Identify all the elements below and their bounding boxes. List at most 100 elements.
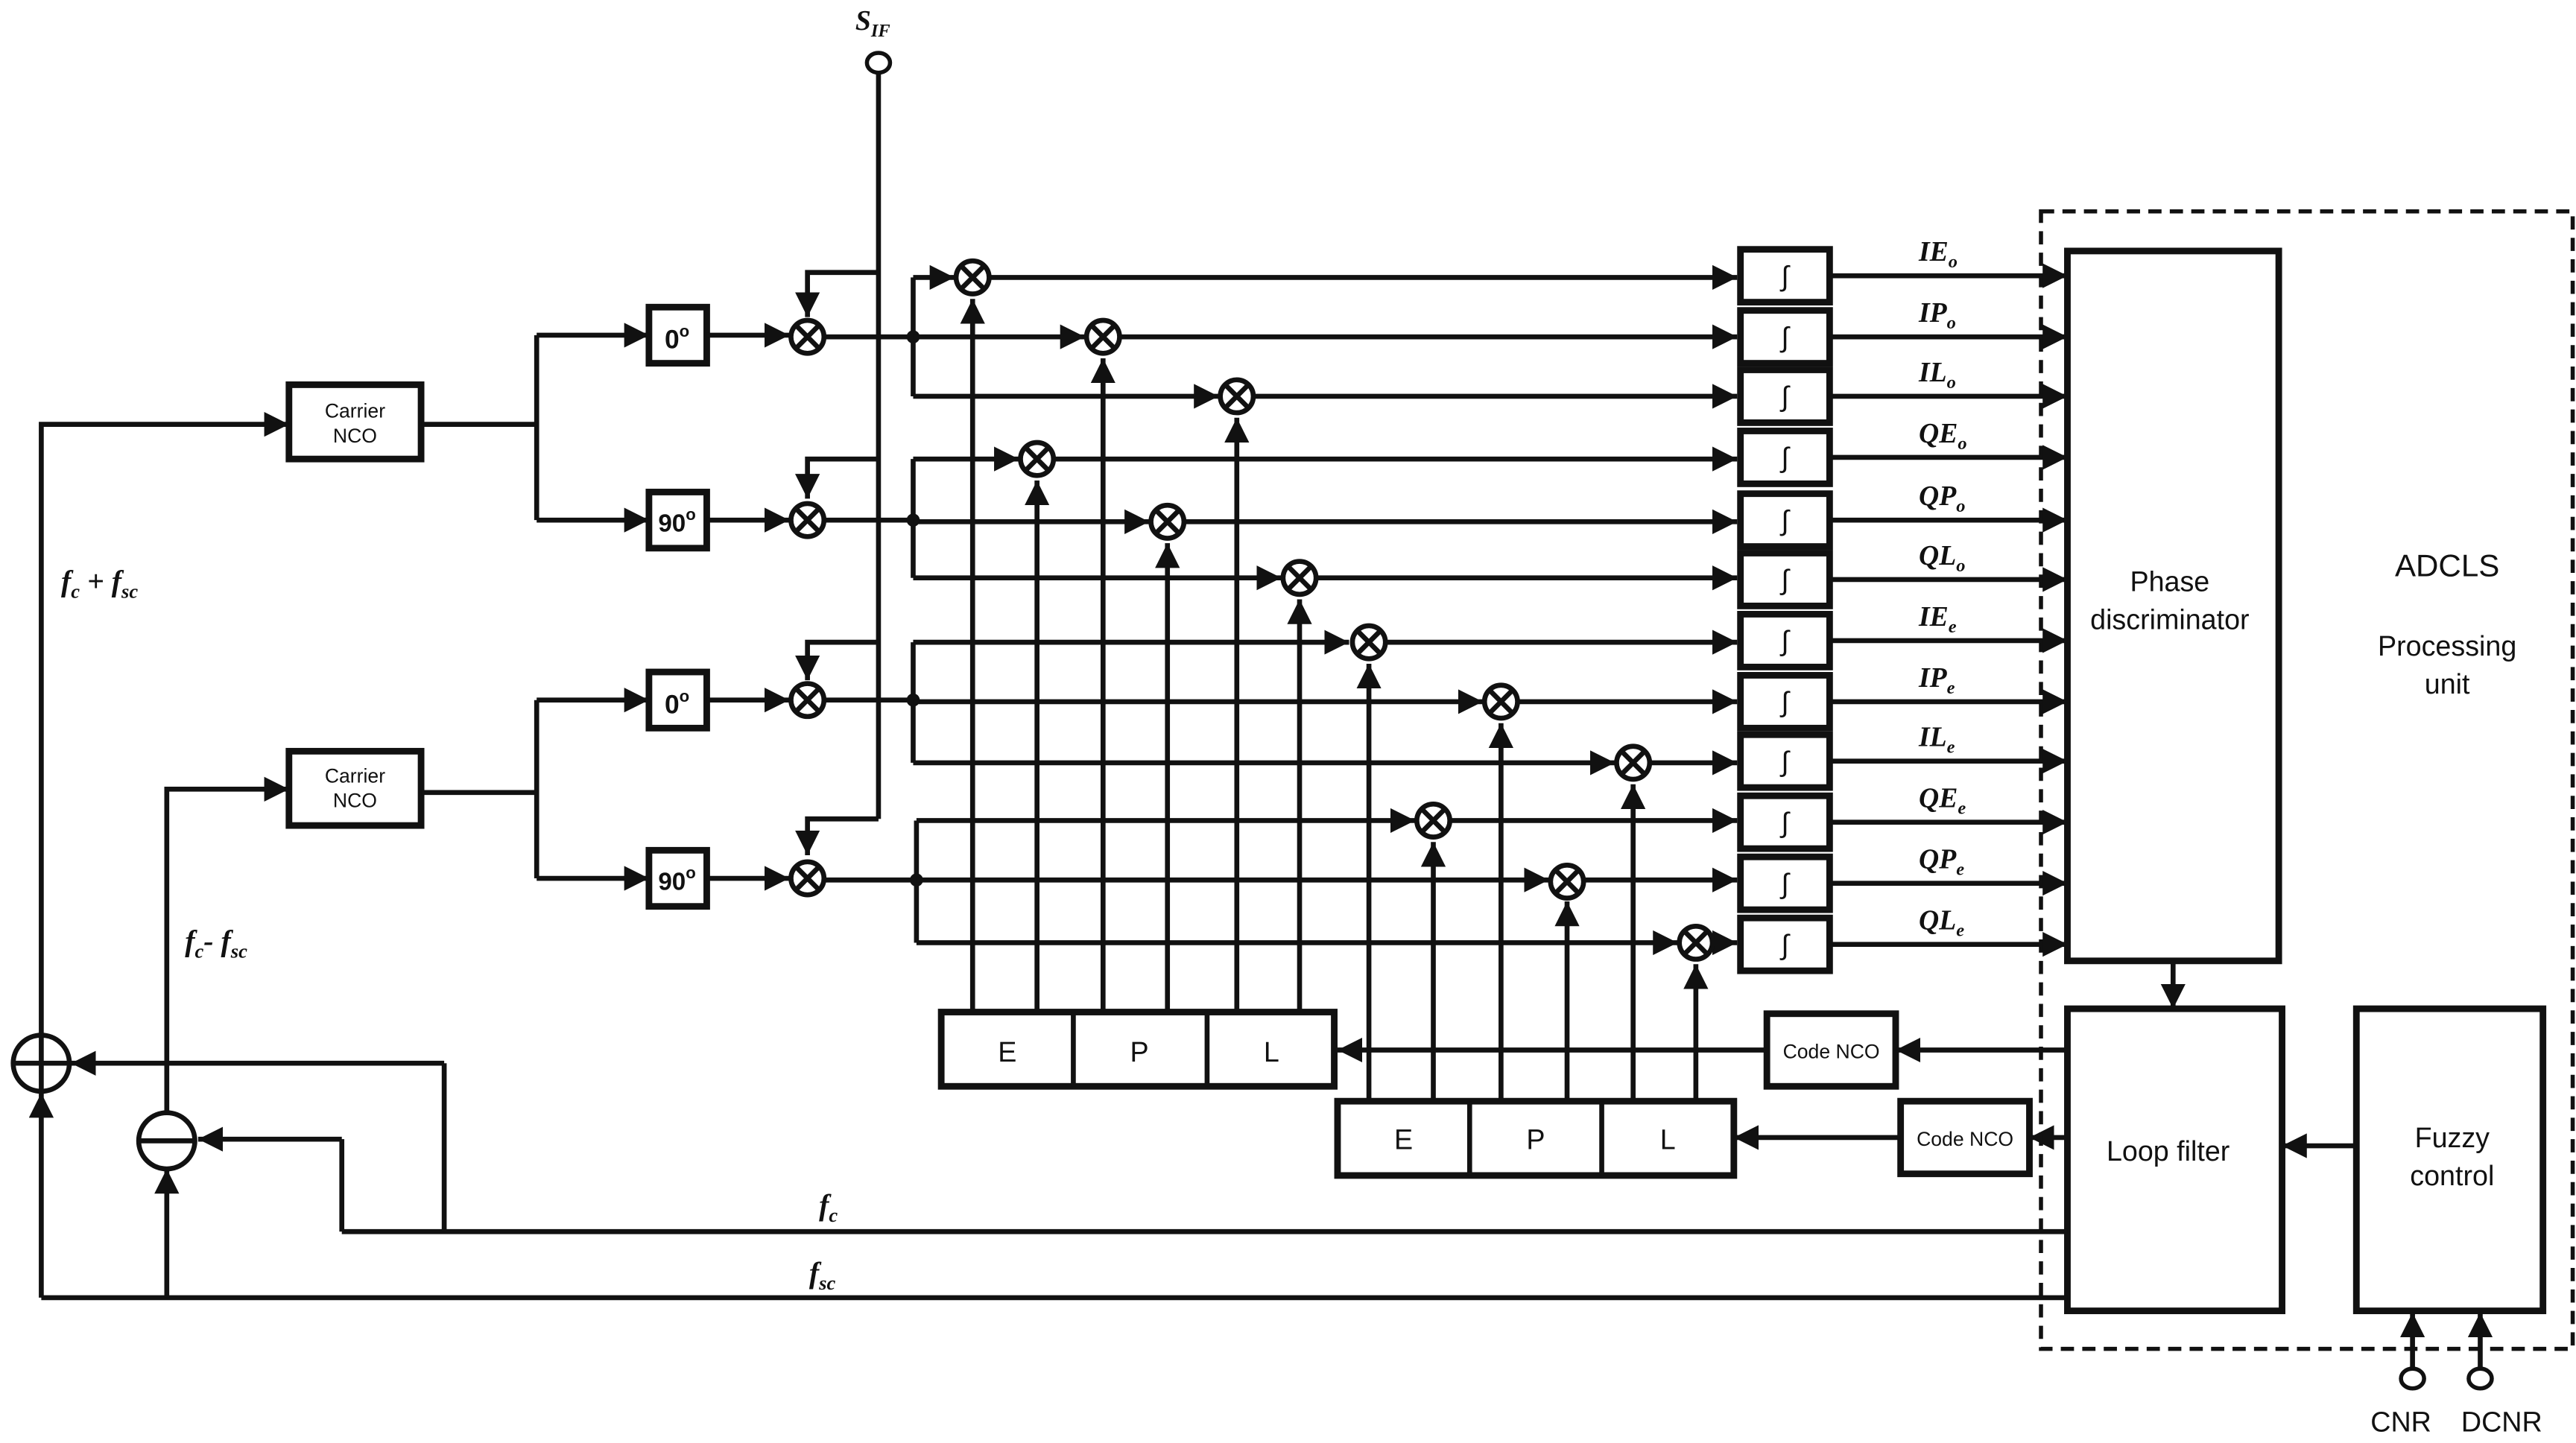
code-nco-1: Code NCO — [1763, 1010, 1899, 1090]
svg-text:0o: 0o — [665, 322, 689, 355]
output-label: QPo — [1919, 481, 1965, 516]
mixer-carrier-1 — [788, 317, 827, 356]
integrators: ∫∫∫∫∫∫∫∫∫∫∫∫ — [1737, 246, 1833, 974]
integral-symbol: ∫ — [1779, 442, 1791, 473]
mixer-code — [1614, 743, 1653, 782]
phase-90-b: 90o — [645, 846, 710, 910]
code-nco-2: Code NCO — [1897, 1097, 2033, 1178]
mixer-code — [1148, 502, 1187, 541]
integral-symbol: ∫ — [1779, 868, 1791, 899]
diff-to-nco-2 — [164, 776, 289, 1113]
dcnr-input: DCNR — [2461, 1312, 2542, 1437]
code-generator-2: E P L — [1334, 1097, 1738, 1179]
fuzzy-control: Fuzzy control — [2352, 1005, 2547, 1315]
fsc-feedback — [28, 1093, 2068, 1301]
output-label: QEe — [1919, 783, 1966, 819]
svg-text:E: E — [1394, 1123, 1413, 1155]
integral-symbol: ∫ — [1779, 504, 1791, 536]
integral-symbol: ∫ — [1779, 564, 1791, 595]
output-label: ILo — [1918, 357, 1956, 393]
fc-feedback — [71, 1050, 2068, 1234]
integrator: ∫ — [1737, 914, 1833, 974]
integral-symbol: ∫ — [1779, 625, 1791, 656]
subtractor — [136, 1110, 197, 1172]
integrator: ∫ — [1737, 853, 1833, 913]
sif-label: SIF — [855, 5, 890, 41]
svg-text:Phase: Phase — [2130, 565, 2209, 597]
output-label: IEe — [1918, 601, 1957, 637]
svg-text:DCNR: DCNR — [2461, 1406, 2542, 1437]
svg-text:Fuzzy: Fuzzy — [2415, 1122, 2490, 1153]
svg-text:P: P — [1130, 1036, 1148, 1068]
code-nco-links — [1337, 1037, 2068, 1150]
mixer-code — [1218, 377, 1256, 416]
mixer-code — [1018, 440, 1057, 478]
svg-text:Carrier: Carrier — [325, 400, 385, 422]
output-label: IPo — [1918, 297, 1956, 333]
mixer-carrier-4 — [788, 859, 827, 898]
svg-text:90o: 90o — [658, 863, 696, 896]
loop-filter: Loop filter — [2064, 1005, 2285, 1315]
mixer-code — [953, 258, 992, 296]
mixers — [788, 258, 1715, 962]
phase-discriminator: Phase discriminator — [2064, 247, 2282, 965]
code-generator-1: E P L — [937, 1009, 1338, 1090]
integral-symbol: ∫ — [1779, 321, 1791, 352]
mixer-code — [1349, 623, 1388, 662]
cnr-input: CNR — [2370, 1312, 2431, 1437]
fc-label: fc — [819, 1188, 838, 1226]
svg-text:E: E — [998, 1036, 1016, 1068]
mixer-code — [1677, 923, 1715, 962]
integrator: ∫ — [1737, 307, 1833, 367]
mixer-code — [1280, 559, 1319, 597]
integral-symbol: ∫ — [1779, 260, 1791, 291]
svg-text:CNR: CNR — [2370, 1406, 2431, 1437]
fsc-label: fsc — [809, 1256, 836, 1294]
mixer-carrier-2 — [788, 501, 827, 539]
output-label: IPe — [1918, 662, 1955, 698]
svg-text:L: L — [1660, 1123, 1676, 1155]
sif-distribution — [795, 72, 882, 855]
integral-symbol: ∫ — [1779, 381, 1791, 412]
output-label: QLe — [1919, 905, 1964, 941]
phase-0-a: 0o — [645, 303, 710, 367]
svg-text:discriminator: discriminator — [2090, 603, 2249, 635]
sif-input-terminal — [864, 51, 893, 75]
svg-text:Code NCO: Code NCO — [1783, 1041, 1880, 1063]
svg-text:control: control — [2410, 1160, 2494, 1191]
svg-text:L: L — [1264, 1036, 1279, 1068]
svg-text:0o: 0o — [665, 687, 689, 720]
svg-text:90o: 90o — [658, 505, 696, 538]
svg-text:NCO: NCO — [333, 790, 377, 812]
integrator: ∫ — [1737, 490, 1833, 551]
processing-unit-label: Processing — [2378, 630, 2516, 662]
svg-text:NCO: NCO — [333, 425, 377, 447]
phase-90-a: 90o — [645, 489, 710, 552]
adcls-label: ADCLS — [2395, 548, 2499, 583]
integrator: ∫ — [1737, 550, 1833, 609]
integral-symbol: ∫ — [1779, 929, 1791, 960]
integral-symbol: ∫ — [1779, 807, 1791, 838]
integrator: ∫ — [1737, 792, 1833, 852]
processing-unit-label: unit — [2425, 668, 2470, 700]
diff-freq-label: fc- fsc — [185, 925, 247, 962]
code-feed-lines — [960, 299, 1709, 1102]
mixer-carrier-3 — [788, 681, 827, 720]
integrator: ∫ — [1737, 731, 1833, 791]
output-label: QPe — [1919, 844, 1964, 880]
integrator: ∫ — [1737, 428, 1833, 487]
carrier-nco-1: Carrier NCO — [285, 381, 425, 463]
carrier-nco-2: Carrier NCO — [285, 747, 425, 829]
mixer-code — [1548, 862, 1586, 901]
output-label: QLo — [1919, 540, 1965, 576]
integrator: ∫ — [1737, 367, 1833, 426]
output-label: QEo — [1919, 418, 1967, 454]
svg-text:Carrier: Carrier — [325, 764, 385, 787]
mixer-code — [1083, 317, 1122, 356]
output-label: IEo — [1918, 236, 1958, 272]
integrator: ∫ — [1737, 246, 1833, 306]
integral-symbol: ∫ — [1779, 746, 1791, 777]
integrator: ∫ — [1737, 611, 1833, 670]
